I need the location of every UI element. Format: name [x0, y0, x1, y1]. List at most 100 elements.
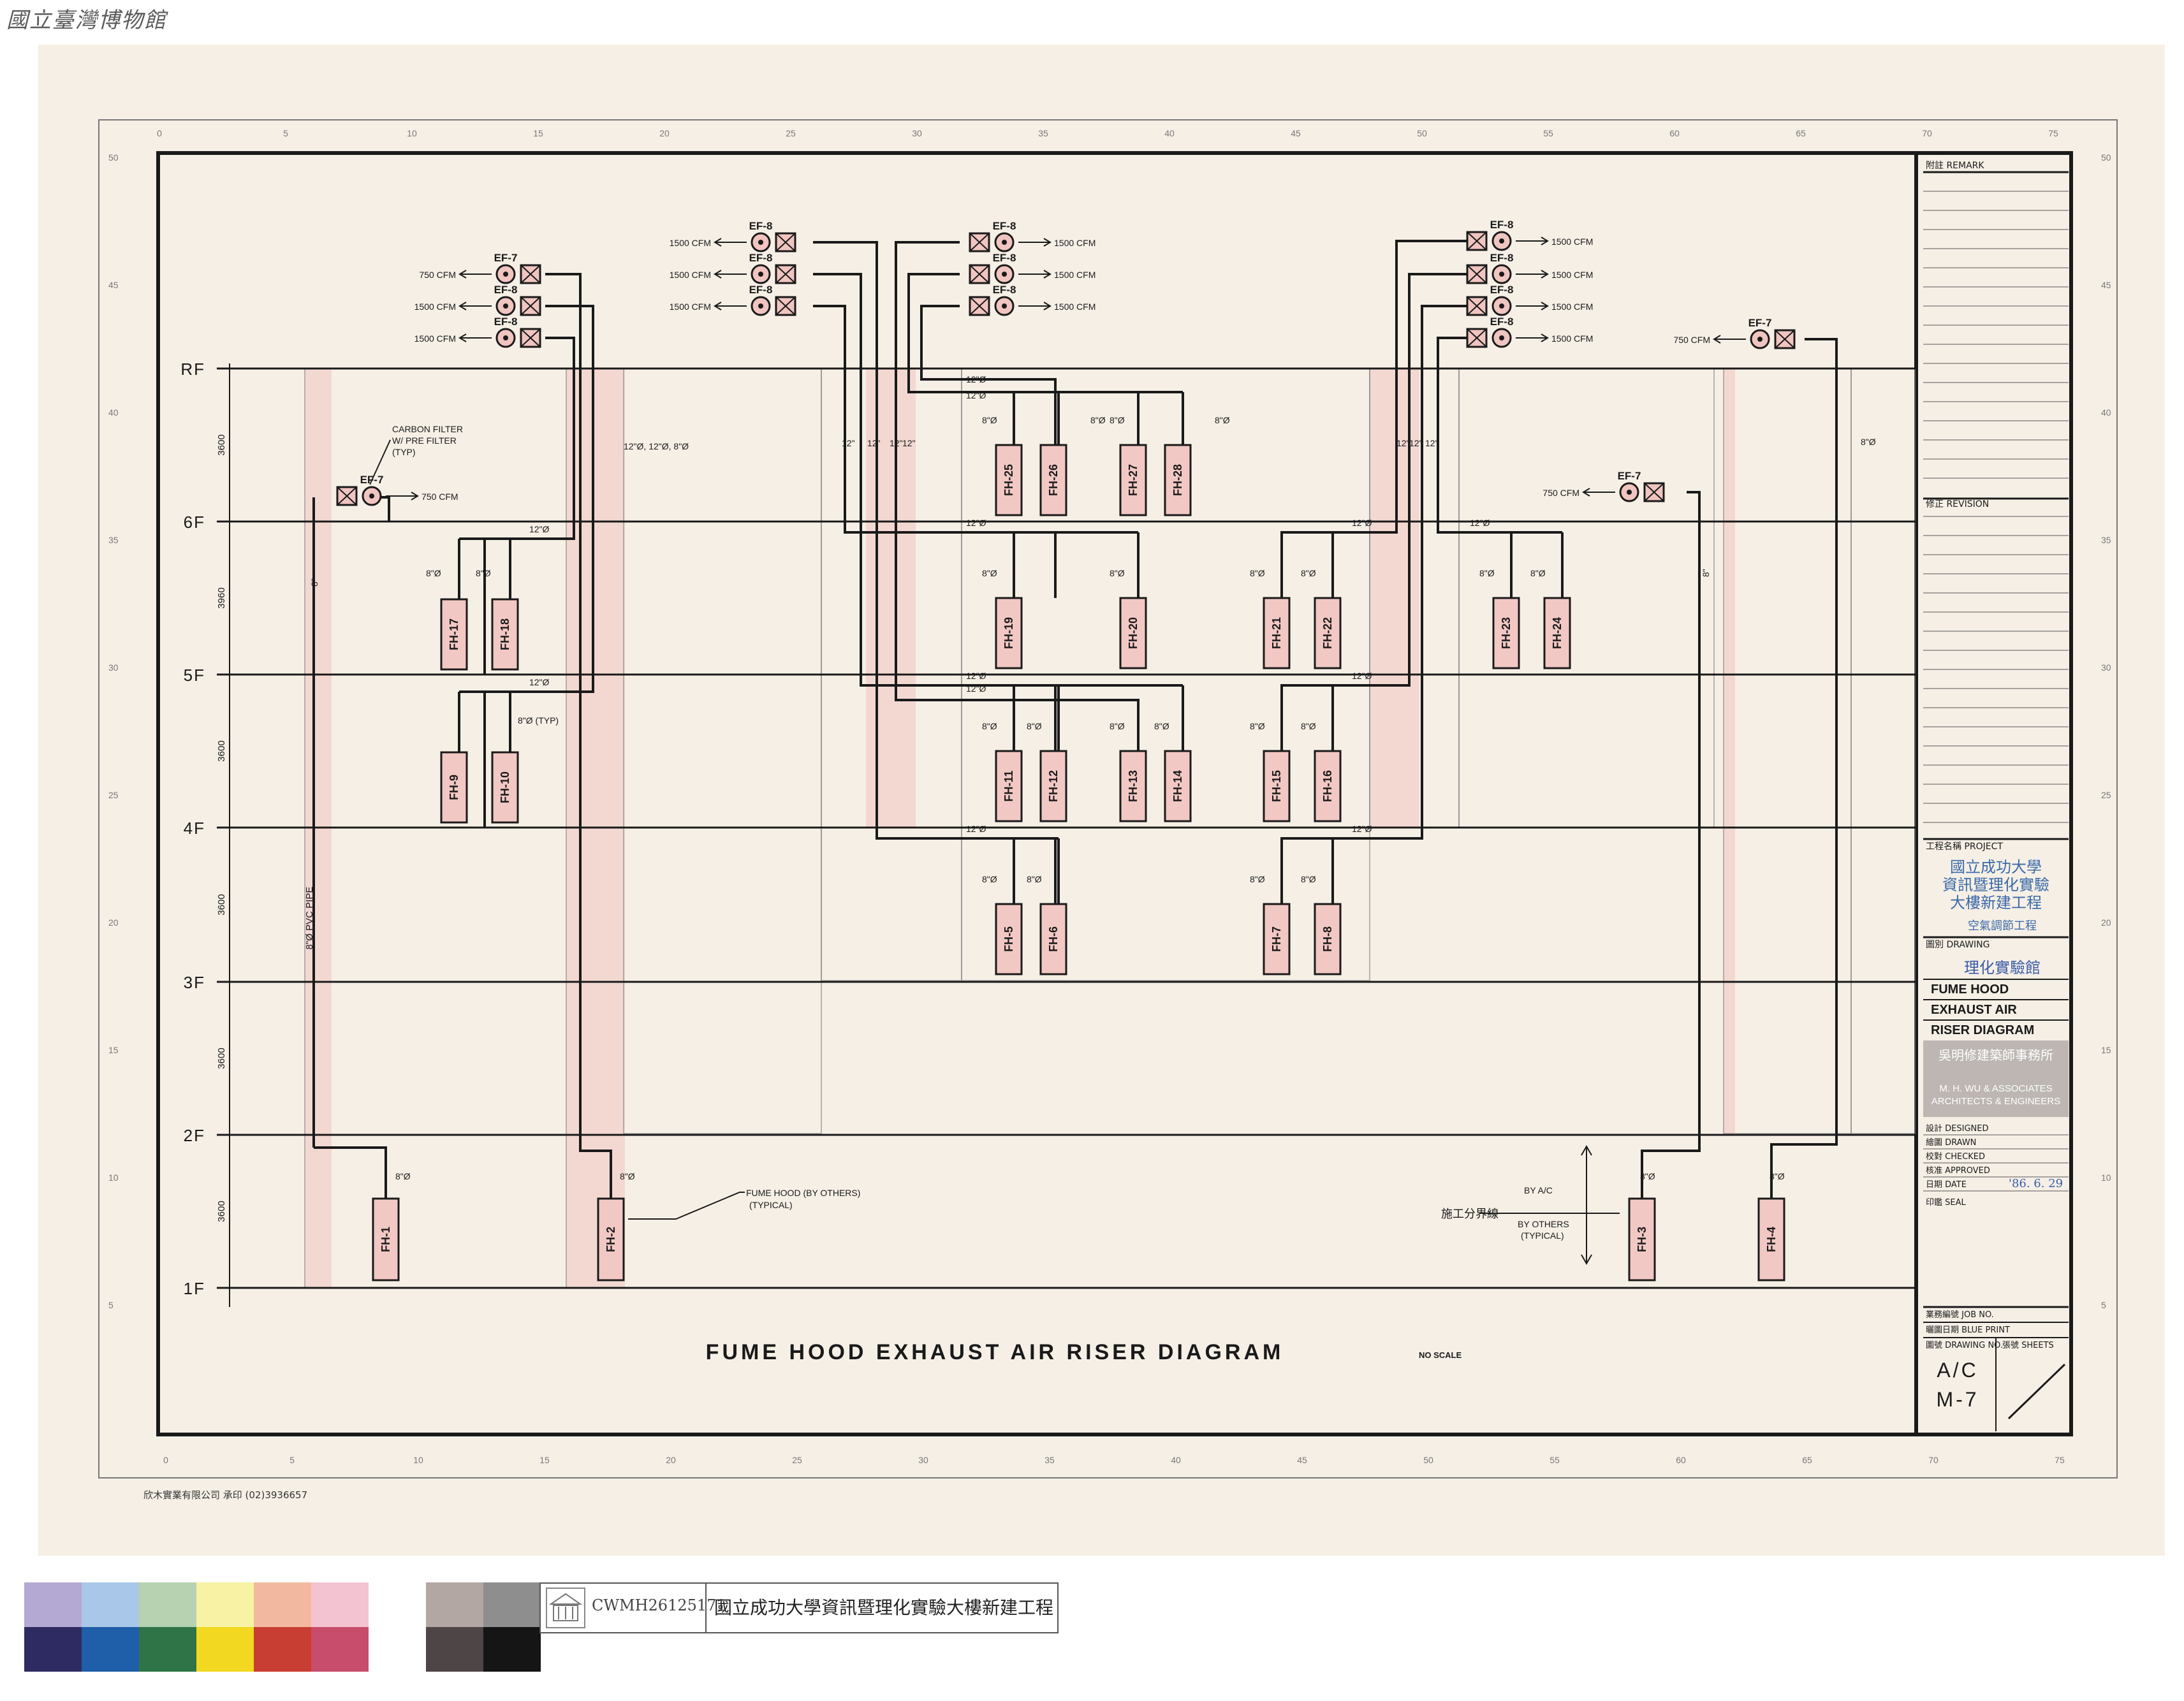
pipe-size-label: 12"Ø, 12"Ø, 8"Ø: [624, 441, 689, 451]
duct-run-6f-center: [813, 305, 1057, 598]
floor-height-dim: 3600: [216, 434, 227, 455]
fume-hood-label: FH-28: [1171, 464, 1184, 496]
border-frame: [156, 151, 2073, 1436]
tb-firm-background: [1923, 1040, 2069, 1117]
ruler-top-label: 5: [283, 128, 288, 138]
color-swatch: [426, 1627, 483, 1672]
color-swatch: [311, 1627, 369, 1672]
ruler-top-label: 75: [2048, 128, 2058, 138]
filter-cross-icon: [1644, 483, 1664, 502]
pipe-size-label: 12"Ø: [529, 524, 550, 534]
fume-hood-label: FH-5: [1002, 926, 1015, 952]
fan-cfm-label: 1500 CFM: [1551, 237, 1593, 247]
carbon-filter-note: CARBON FILTER: [392, 424, 463, 434]
fan-tag-label: EF-8: [993, 220, 1016, 232]
arrowhead-icon: [458, 270, 467, 279]
fan-hub-icon: [1757, 337, 1763, 342]
duct-runs: [312, 240, 1838, 1199]
catalog-label: CWMH26125171 國立成功大學資訊暨理化實驗大樓新建工程: [539, 1582, 1059, 1633]
fan-cfm-label: 1500 CFM: [1551, 333, 1593, 344]
ruler-left-label: 10: [108, 1172, 119, 1183]
fan-tag-label: EF-7: [1618, 470, 1641, 482]
pipe-size-label: 8"Ø: [1110, 415, 1125, 425]
filter-cross-icon: [775, 233, 796, 252]
pipe-size-label: 8"Ø: [1770, 1171, 1785, 1181]
fan-cfm-label: 1500 CFM: [1054, 238, 1096, 248]
fume-hood-label: FH-4: [1765, 1227, 1778, 1252]
pipe-size-label: 12": [1409, 438, 1423, 448]
tb-drawingno-label: 圖號 DRAWING NO.: [1926, 1341, 2003, 1350]
fume-hood-box: [995, 444, 1023, 516]
floor-height-dim: 3600: [216, 1201, 227, 1222]
pipe-size-label: 8"Ø: [426, 568, 441, 578]
ruler-top-label: 20: [659, 128, 670, 138]
shaft-shading-band: [866, 369, 916, 828]
ruler-bottom-label: 0: [163, 1455, 168, 1465]
fan-tag-label: EF-8: [993, 284, 1016, 296]
ruler-left-label: 50: [108, 152, 119, 163]
color-swatch: [483, 1582, 541, 1627]
fan-cfm-label: 1500 CFM: [1054, 302, 1096, 312]
floor-label: 5F: [184, 666, 205, 685]
catalog-id: CWMH26125171: [592, 1596, 726, 1614]
duct-run-5f-center: [813, 273, 1057, 751]
ruler-bottom-label: 60: [1676, 1455, 1686, 1465]
pipe-size-label: 8"Ø: [1861, 437, 1876, 447]
fume-hood-box: [1164, 444, 1192, 516]
ruler-bottom-label: 30: [918, 1455, 928, 1465]
pipe-size-label: 8": [309, 578, 319, 587]
fume-hood-box: [1263, 597, 1291, 669]
color-swatch: [82, 1627, 139, 1672]
ruler-right-label: 15: [2101, 1045, 2111, 1055]
fume-hood-label: FH-6: [1047, 926, 1060, 952]
color-swatch: [426, 1582, 483, 1627]
fume-hood-label: FH-8: [1321, 926, 1334, 952]
tb-project-line: 國立成功大學: [1950, 858, 2042, 876]
pipe-size-label: 8"Ø: [1640, 1171, 1655, 1181]
ruler-top-label: 45: [1291, 128, 1301, 138]
fan-cfm-label: 1500 CFM: [414, 333, 456, 344]
fume-hood-box: [1543, 597, 1571, 669]
fan-cfm-label: 1500 CFM: [670, 238, 711, 248]
fume-hood-box: [1263, 750, 1291, 822]
fume-hood-box: [1164, 750, 1192, 822]
by-others-note: BY OTHERS: [1518, 1219, 1569, 1229]
fan-cfm-label: 1500 CFM: [414, 302, 456, 312]
pipe-size-label: 12"Ø: [966, 374, 986, 384]
fume-hood-label: FH-18: [499, 618, 511, 650]
duct-run-fh3: [1641, 491, 1701, 1199]
pipe-size-label: 12"Ø: [1352, 671, 1372, 681]
tb-seal-label: 印鑑 SEAL: [1926, 1197, 1966, 1208]
fume-hood-label: FH-20: [1127, 617, 1140, 649]
arrowhead-icon: [714, 270, 722, 279]
floor-height-dim: 3600: [216, 1048, 227, 1069]
tb-signoff-label: 設計 DESIGNED: [1926, 1123, 1988, 1134]
filter-cross-icon: [1467, 328, 1487, 347]
arrowhead-icon: [1582, 488, 1590, 497]
pipe-size-label: 12": [1396, 438, 1410, 448]
duct-run-5f-left: [483, 337, 575, 675]
fan-tag-label: EF-8: [1490, 219, 1514, 231]
division-note: 施工分界線: [1441, 1208, 1499, 1221]
arrowhead-icon: [1713, 335, 1721, 344]
tb-sheet-slash: [2007, 1363, 2066, 1420]
tb-signoff-label: 繪圖 DRAWN: [1926, 1137, 1976, 1148]
pipe-size-label: 12": [842, 438, 855, 448]
fan-hub-icon: [1627, 490, 1632, 495]
fan-hub-icon: [369, 493, 374, 499]
fan-hub-icon: [503, 303, 508, 309]
fume-hood-box: [1119, 444, 1147, 516]
color-swatch: [196, 1582, 254, 1627]
ruler-left-label: 15: [108, 1045, 119, 1055]
arrowhead-icon: [1541, 333, 1549, 342]
tb-drawing-line: RISER DIAGRAM: [1931, 1023, 2034, 1037]
arrowhead-icon: [1043, 302, 1052, 310]
ruler-bottom-label: 70: [1928, 1455, 1938, 1465]
paper-sheet: [38, 45, 2165, 1556]
pipe-size-label: 12": [1425, 438, 1439, 448]
fume-hood-label: FH-10: [499, 771, 511, 803]
tb-drawing-line: FUME HOOD: [1931, 982, 2009, 997]
ruler-bottom-label: 20: [666, 1455, 676, 1465]
